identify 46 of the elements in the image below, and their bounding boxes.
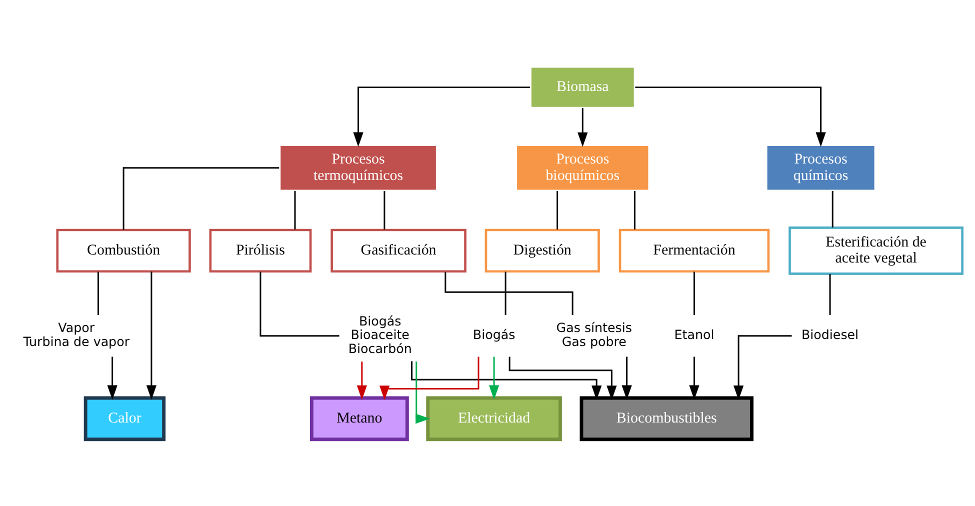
node-text: Biodiesel — [800, 327, 858, 342]
node-box: Pirólisis — [208, 228, 312, 273]
node-text: Biogás — [472, 327, 515, 342]
connector — [259, 272, 339, 337]
arrow — [415, 362, 430, 424]
node-box: Procesos químicos — [764, 144, 876, 192]
arrow — [508, 356, 616, 400]
connector — [444, 272, 573, 315]
connector — [693, 272, 694, 316]
arrow — [688, 356, 699, 400]
node-box: Gasificación — [330, 228, 466, 273]
connector — [383, 190, 385, 230]
connector — [504, 272, 506, 316]
arrow — [577, 108, 588, 147]
connector — [96, 272, 98, 316]
arrow — [378, 356, 479, 400]
arrow — [634, 86, 826, 147]
arrow — [356, 362, 366, 400]
arrow — [488, 356, 499, 400]
node-text: Vapor Turbina de vapor — [22, 320, 130, 349]
node-box: Combustión — [56, 228, 190, 273]
node-box: Digestión — [484, 228, 600, 273]
node-box: Metano — [309, 396, 408, 442]
connector — [294, 190, 296, 230]
arrow — [621, 356, 632, 400]
node-text: Etanol — [674, 327, 714, 342]
node-box: Procesos termoquímicos — [278, 144, 438, 192]
connector — [828, 274, 830, 315]
arrow — [352, 86, 530, 147]
connector — [122, 167, 279, 230]
node-text: Gas síntesis Gas pobre — [556, 320, 632, 349]
node-box: Biomasa — [528, 65, 636, 110]
node-box: Biocombustibles — [579, 396, 753, 442]
arrow — [146, 272, 156, 400]
node-box: Electricidad — [426, 396, 562, 442]
node-text: Biogás Bioaceite Biocarbón — [348, 313, 412, 356]
arrow — [410, 361, 602, 400]
arrow — [106, 356, 117, 400]
node-box: Fermentación — [618, 228, 770, 273]
node-box: Esterificación de aceite vegetal — [788, 226, 963, 275]
connector — [633, 190, 635, 230]
arrow — [732, 335, 792, 400]
connector — [556, 190, 558, 230]
node-box: Procesos bioquímicos — [514, 144, 650, 192]
node-box: Calor — [83, 396, 166, 442]
connector — [831, 190, 833, 228]
